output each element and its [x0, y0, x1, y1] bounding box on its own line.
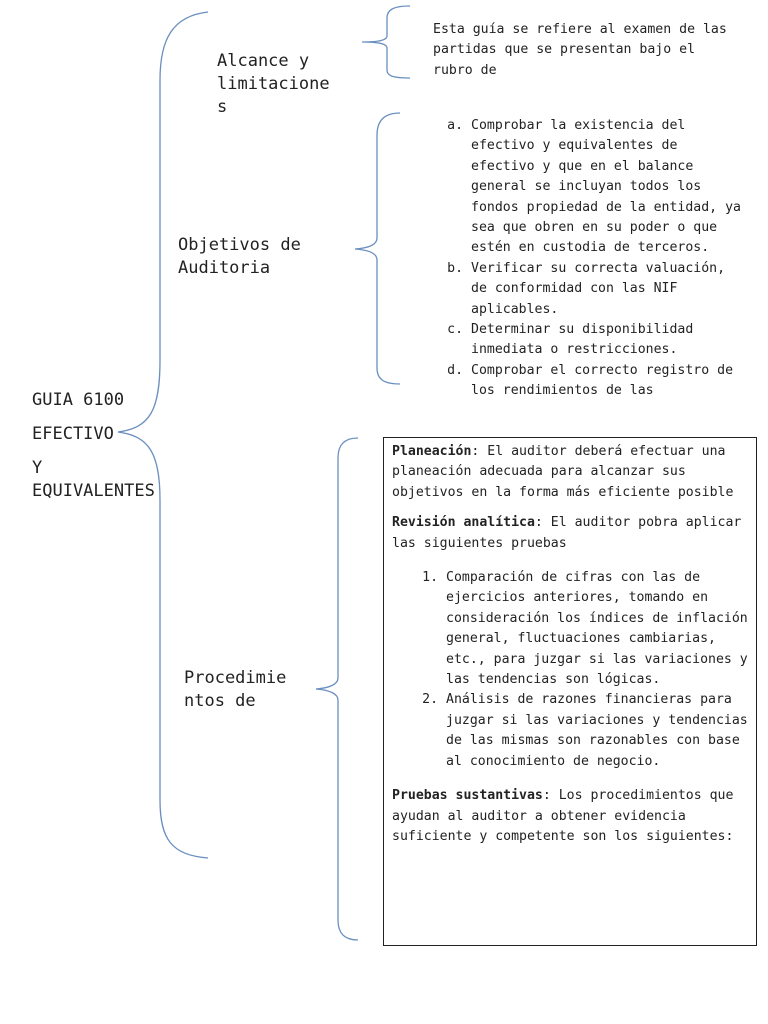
objetivos-list: Comprobar la existencia del efectivo y e… — [434, 116, 746, 402]
revision-list: Comparación de cifras con las de ejercic… — [392, 568, 748, 772]
revision-item: Comparación de cifras con las de ejercic… — [446, 568, 748, 690]
revision-text: : El auditor pobra aplicar las siguiente… — [392, 515, 742, 551]
planeacion-paragraph: Planeación: El auditor deberá efectuar u… — [392, 442, 748, 503]
root-line-3: Y — [32, 458, 43, 478]
procedimientos-brace — [315, 437, 359, 941]
revision-title: Revisión analítica — [392, 515, 535, 531]
root-line-2: EFECTIVO — [32, 424, 114, 444]
root-line-1: GUIA 6100 — [32, 390, 125, 410]
objetivo-item: Comprobar el correcto registro de los re… — [471, 361, 746, 402]
objetivo-item: Determinar su disponibilidad inmediata o… — [471, 320, 746, 361]
objetivos-brace — [354, 112, 401, 385]
planeacion-text: : El auditor deberá efectuar una planeac… — [392, 444, 734, 500]
alcance-brace — [361, 5, 411, 79]
planeacion-title: Planeación — [392, 444, 472, 459]
objetivo-item: Comprobar la existencia del efectivo y e… — [471, 116, 746, 259]
root-line-4: EQUIVALENTES — [32, 481, 155, 501]
branch-label-alcance: Alcance y limitacione s — [217, 51, 330, 117]
procedimientos-box: Planeación: El auditor deberá efectuar u… — [383, 437, 757, 946]
branch-label-objetivos: Objetivos de Auditoria — [178, 235, 301, 278]
pruebas-paragraph: Pruebas sustantivas: Los procedimientos … — [392, 786, 748, 847]
alcance-text: Esta guía se refiere al examen de las pa… — [433, 22, 727, 76]
branch-label-procedimientos: Procedimie ntos de — [184, 668, 287, 711]
pruebas-text: : Los procedimientos que ayudan al audit… — [392, 788, 734, 844]
objetivos-list-container: Comprobar la existencia del efectivo y e… — [434, 116, 746, 412]
root-brace — [117, 11, 209, 859]
pruebas-title: Pruebas sustantivas — [392, 788, 543, 804]
revision-paragraph: Revisión analítica: El auditor pobra apl… — [392, 513, 748, 554]
root-title: GUIA 6100 EFECTIVO Y EQUIVALENTES — [32, 383, 155, 501]
objetivo-item: Verificar su correcta valuación, de conf… — [471, 259, 746, 320]
revision-item: Análisis de razones financieras para juz… — [446, 690, 748, 772]
